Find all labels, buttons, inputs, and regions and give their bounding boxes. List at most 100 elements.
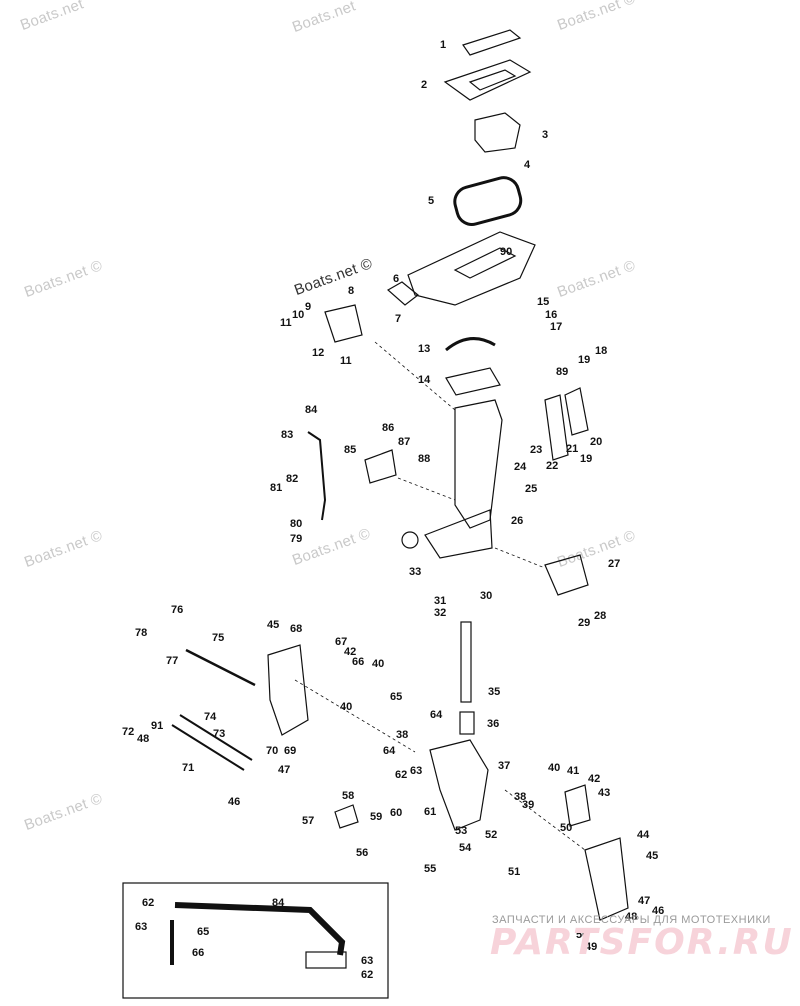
callout: 39	[522, 799, 534, 811]
callout: 26	[511, 515, 523, 527]
callout: 91	[151, 720, 163, 732]
part-5-seal	[453, 176, 523, 226]
callout: 18	[595, 345, 607, 357]
part-63-end	[305, 951, 347, 969]
callout: 29	[578, 617, 590, 629]
part-58-block	[334, 804, 359, 829]
callout: 50	[560, 822, 572, 834]
callout: 57	[302, 815, 314, 827]
callout: 36	[487, 718, 499, 730]
callout: 47	[638, 895, 650, 907]
callout: 84	[272, 897, 285, 909]
callout: 50	[576, 929, 588, 941]
callout: 13	[418, 343, 430, 355]
callout: 60	[390, 807, 402, 819]
callout: 17	[550, 321, 562, 333]
callout: 4	[524, 159, 531, 171]
callout: 19	[580, 453, 592, 465]
callout: 66	[192, 947, 204, 959]
callout: 67	[335, 636, 347, 648]
callout: 59	[370, 811, 382, 823]
callout: 41	[567, 765, 579, 777]
callout: 73	[213, 728, 225, 740]
part-22-bracket	[544, 394, 569, 461]
part-7-mount	[386, 281, 419, 306]
callout: 10	[292, 309, 304, 321]
callout: 2	[421, 79, 427, 91]
callout: 54	[459, 842, 472, 854]
callout: 84	[305, 404, 318, 416]
callout: 21	[566, 443, 578, 455]
part-2-plate	[443, 59, 532, 101]
part-13-seal-strip	[445, 337, 496, 352]
callout: 37	[498, 760, 510, 772]
callout: 53	[455, 825, 467, 837]
callout: 35	[488, 686, 500, 698]
callout: 3	[542, 129, 548, 141]
part-41-bracket	[564, 784, 591, 827]
part-21-bracket	[564, 387, 589, 436]
callout: 43	[598, 787, 610, 799]
part-44-clamp-bracket	[584, 837, 629, 921]
callout: 40	[372, 658, 384, 670]
callout: 19	[578, 354, 590, 366]
callout: 1	[440, 39, 446, 51]
callout: 6	[393, 273, 399, 285]
callout: 42	[344, 646, 356, 658]
callout: 89	[556, 366, 568, 378]
callout: 62	[142, 897, 154, 909]
callout: 79	[290, 533, 302, 545]
callout: 40	[340, 701, 352, 713]
part-68-clamp-bracket	[267, 644, 309, 736]
callout: 66	[352, 656, 364, 668]
callout: 42	[588, 773, 600, 785]
part-71-tilt-tube	[171, 714, 253, 771]
callout: 20	[590, 436, 602, 448]
part-84-shift-rod	[307, 431, 327, 521]
part-24-base	[424, 509, 493, 559]
callout: 68	[290, 623, 302, 635]
part-64-link	[174, 902, 346, 956]
callout: 11	[280, 317, 292, 329]
callout: 48	[625, 911, 637, 923]
callout: 74	[204, 711, 217, 723]
part-37-swivel	[429, 739, 489, 831]
callout: 28	[594, 610, 606, 622]
callout: 64	[430, 709, 443, 721]
callout: 70	[266, 745, 278, 757]
part-86-bracket	[364, 449, 397, 484]
callout: 25	[525, 483, 537, 495]
part-1-gasket	[462, 29, 522, 56]
callout: 61	[424, 806, 436, 818]
callout: 45	[267, 619, 279, 631]
part-35-tube	[460, 621, 472, 703]
callout: 38	[514, 791, 526, 803]
callout: 8	[348, 285, 354, 297]
callout: 45	[646, 850, 658, 862]
callout: 33	[409, 566, 421, 578]
callout: 56	[356, 847, 368, 859]
callout: 31	[434, 595, 446, 607]
callout: 72	[122, 726, 134, 738]
brand-logo: PARTSFOR.RU	[490, 922, 794, 963]
callout: 65	[197, 926, 209, 938]
callout: 64	[383, 745, 396, 757]
callout: 12	[312, 347, 324, 359]
callout: 90	[500, 246, 512, 258]
callout: 23	[530, 444, 542, 456]
callout: 32	[434, 607, 446, 619]
callout: 46	[652, 905, 664, 917]
callout: 82	[286, 473, 298, 485]
callout: 78	[135, 627, 147, 639]
callout: 71	[182, 762, 194, 774]
callout: 58	[342, 790, 354, 802]
callout: 46	[228, 796, 240, 808]
callout: 16	[545, 309, 557, 321]
part-33-knob	[401, 531, 419, 549]
callout: 40	[548, 762, 560, 774]
callout: 5	[428, 195, 434, 207]
callout: 15	[537, 296, 549, 308]
callout: 80	[290, 518, 302, 530]
part-3-housing	[474, 112, 521, 153]
